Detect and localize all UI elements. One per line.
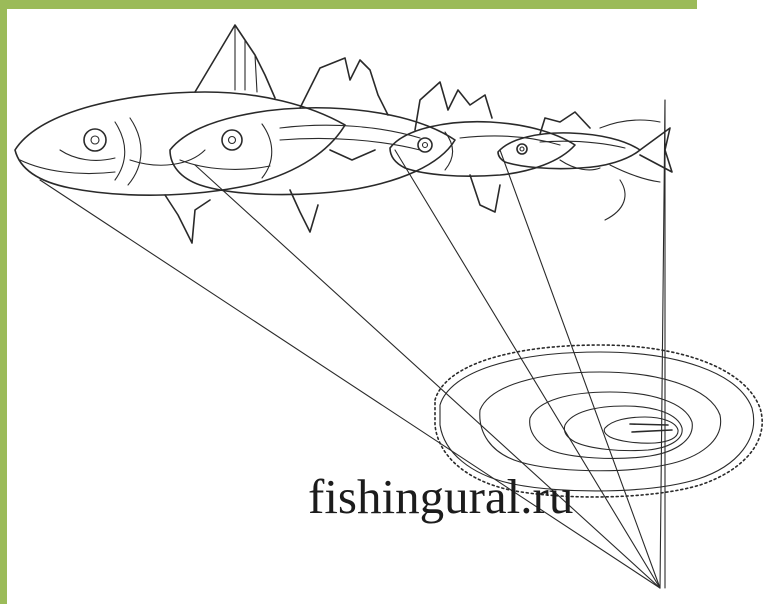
projection-line: [40, 180, 660, 588]
fish-icon: [15, 25, 345, 243]
fish-icon: [498, 112, 672, 220]
projection-line: [660, 100, 665, 588]
fish-icon: [390, 82, 575, 212]
projection-line: [195, 165, 660, 588]
watermark-text: fishingural.ru: [308, 472, 573, 521]
fish-icon: [170, 58, 455, 232]
